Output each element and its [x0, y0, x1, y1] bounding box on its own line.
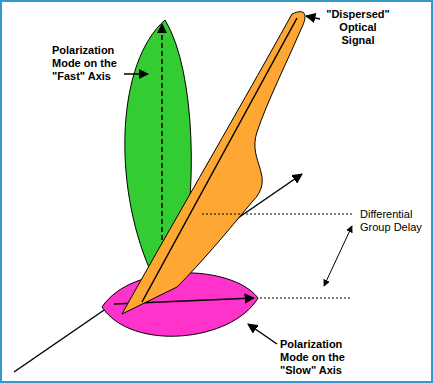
delay-guide — [260, 298, 352, 299]
callout-label: Polarization Mode on the "Fast" Axis — [52, 44, 124, 83]
callout-label: Polarization Mode on the "Slow" Axis — [280, 338, 356, 377]
leader-arrow — [306, 16, 320, 19]
leader-arrow — [124, 73, 148, 75]
callout-label: Differential Group Delay — [360, 208, 422, 234]
callout-label: "Dispersed" Optical Signal — [322, 8, 394, 47]
delay-arrow — [324, 226, 352, 286]
dispersed-signal-lobe — [122, 12, 305, 314]
leader-arrow — [248, 324, 277, 344]
fast-mode-vector — [161, 24, 163, 264]
dispersed-signal-vector — [142, 18, 297, 302]
delay-guide — [202, 214, 352, 215]
